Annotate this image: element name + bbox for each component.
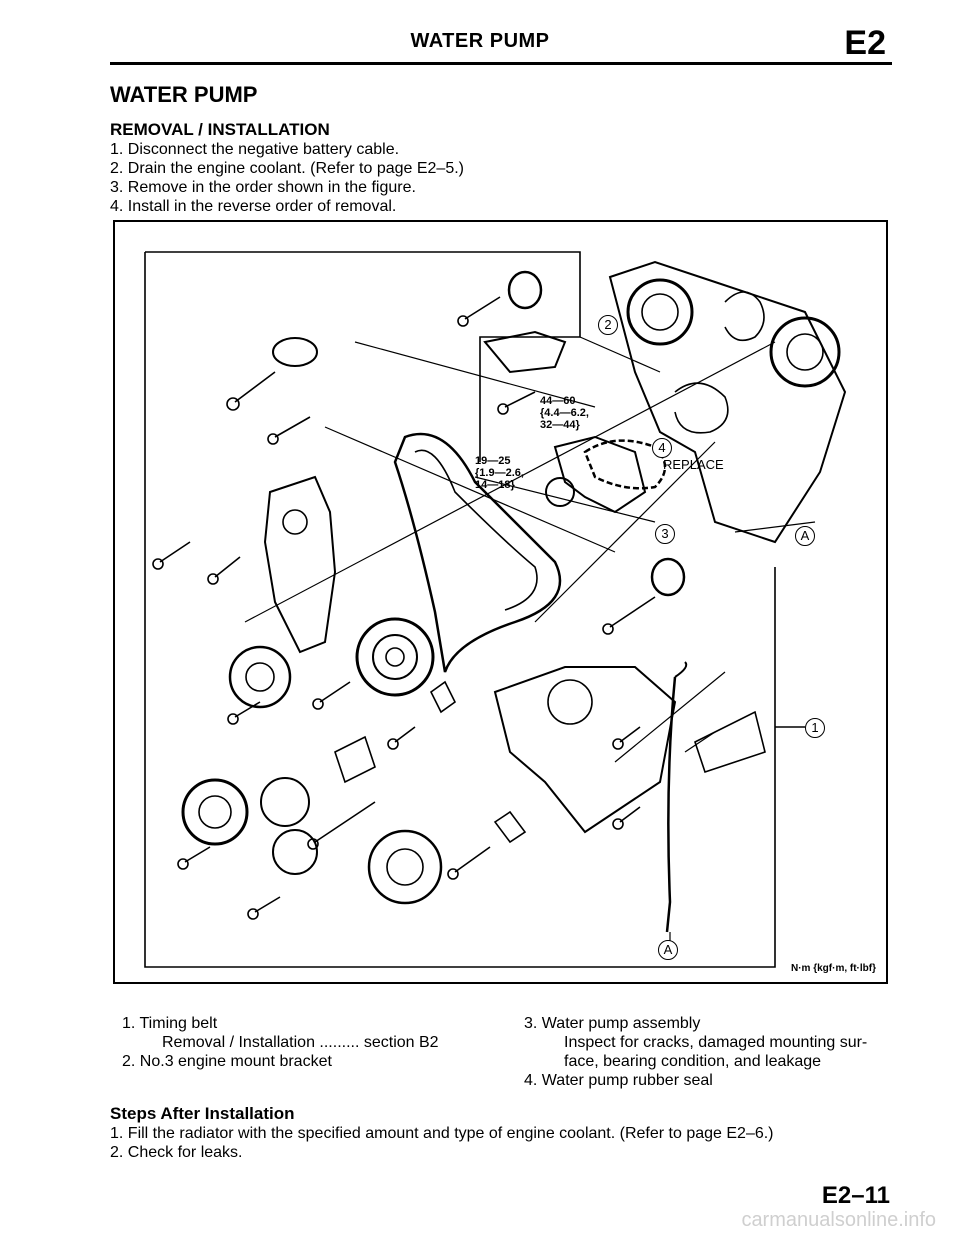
step-item: 4. Install in the reverse order of remov…: [110, 198, 397, 215]
legend-item: 3. Water pump assembly: [524, 1015, 701, 1032]
legend-item: 4. Water pump rubber seal: [524, 1072, 713, 1089]
callout-1: 1: [805, 718, 825, 738]
callout-3: 3: [655, 524, 675, 544]
callout-a-bottom: A: [658, 940, 678, 960]
step-item: 1. Fill the radiator with the specified …: [110, 1125, 774, 1142]
section-code: E2: [844, 24, 886, 62]
steps-after-installation-heading: Steps After Installation: [110, 1104, 295, 1123]
legend-right: 3. Water pump assembly Inspect for crack…: [524, 1014, 867, 1090]
replace-label: REPLACE: [663, 457, 724, 472]
legend-item: face, bearing condition, and leakage: [564, 1053, 822, 1070]
watermark: carmanualsonline.info: [741, 1209, 936, 1231]
legend-item: Inspect for cracks, damaged mounting sur…: [564, 1034, 868, 1051]
header-rule: [110, 62, 892, 65]
callout-4: 4: [652, 438, 672, 458]
header-title: WATER PUMP: [410, 30, 550, 52]
step-item: 2. Check for leaks.: [110, 1144, 243, 1161]
callout-2: 2: [598, 315, 618, 335]
exploded-view-drawing: [144, 251, 847, 968]
removal-installation-heading: REMOVAL / INSTALLATION: [110, 120, 330, 139]
removal-steps: 1. Disconnect the negative battery cable…: [110, 140, 464, 216]
torque-spec-lower: 19—25 {1.9—2.6, 14—18}: [475, 455, 524, 491]
callout-a-right: A: [795, 526, 815, 546]
exploded-view-figure: 44—60 {4.4—6.2, 32—44} 19—25 {1.9—2.6, 1…: [113, 220, 888, 984]
torque-spec-upper: 44—60 {4.4—6.2, 32—44}: [540, 395, 589, 431]
page-number: E2–11: [821, 1182, 890, 1209]
legend-item: 1. Timing belt: [122, 1015, 218, 1032]
section-title: WATER PUMP: [110, 82, 258, 107]
legend-left: 1. Timing belt Removal / Installation ..…: [122, 1014, 439, 1071]
legend-item: Removal / Installation ......... section…: [162, 1034, 439, 1051]
step-item: 3. Remove in the order shown in the figu…: [110, 179, 416, 196]
step-item: 2. Drain the engine coolant. (Refer to p…: [110, 160, 464, 177]
step-item: 1. Disconnect the negative battery cable…: [110, 141, 400, 158]
steps-after-installation: 1. Fill the radiator with the specified …: [110, 1124, 774, 1162]
legend-item: 2. No.3 engine mount bracket: [122, 1053, 332, 1070]
torque-units: N·m {kgf·m, ft·lbf}: [791, 963, 876, 974]
